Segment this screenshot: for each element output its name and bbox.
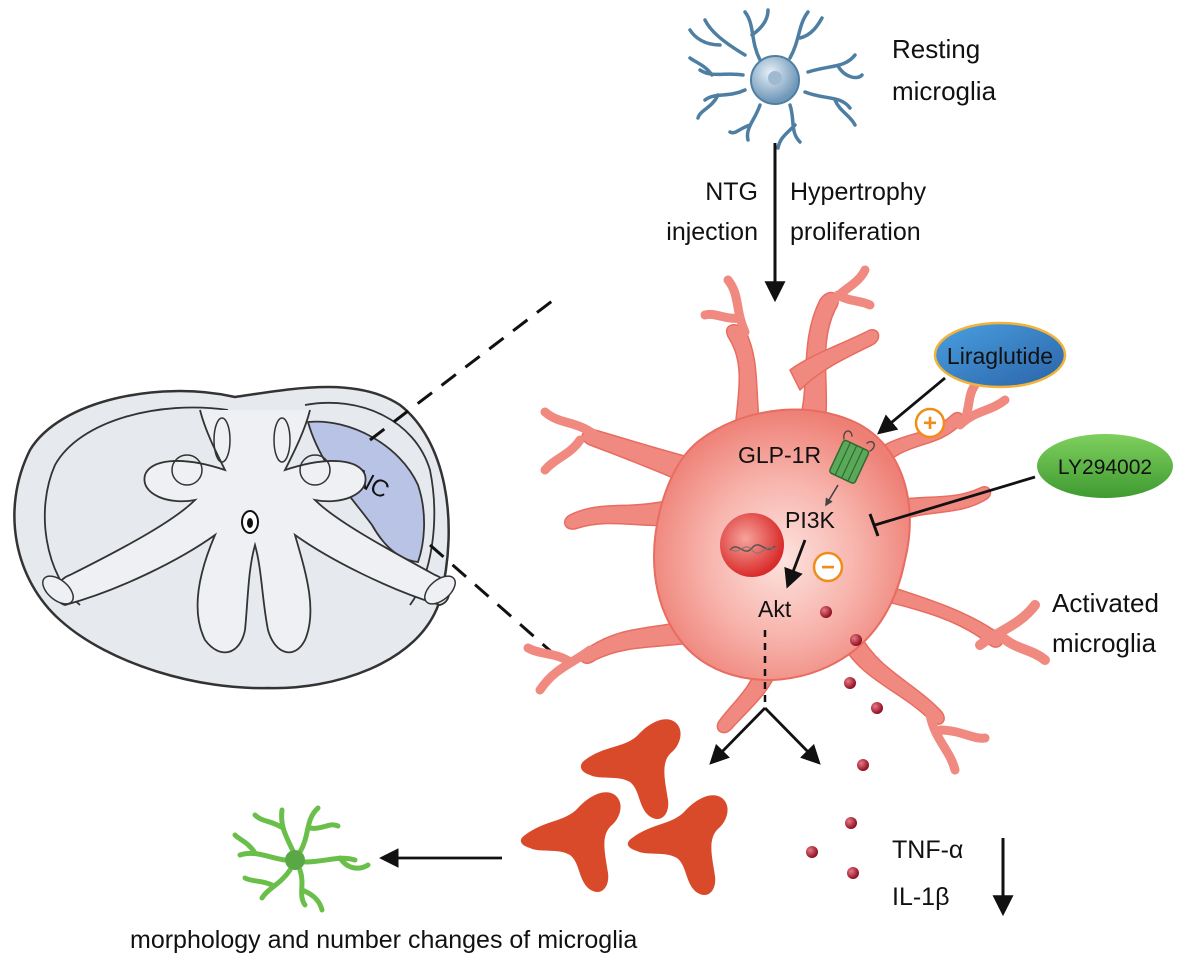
resting-label-1: Resting bbox=[892, 34, 980, 64]
split-arrow-right bbox=[764, 707, 821, 765]
liraglutide-ellipse bbox=[933, 321, 1067, 389]
tnf-label: TNF-α bbox=[892, 836, 963, 864]
dorsal-column-left bbox=[213, 417, 231, 463]
glp1r-receptor-icon bbox=[829, 430, 875, 484]
ntg-label-1: NTG bbox=[705, 178, 758, 206]
split-arrow-left bbox=[709, 707, 766, 765]
hypertrophy-label-2: proliferation bbox=[790, 218, 921, 246]
dorsal-column-right bbox=[273, 417, 291, 463]
dna-strand bbox=[729, 544, 776, 552]
ramified-cell-body bbox=[285, 850, 305, 870]
ly294002-inhibition-line bbox=[874, 475, 1036, 527]
plus-sign-icon bbox=[914, 407, 946, 439]
cytokine-dots bbox=[806, 606, 883, 879]
zoom-line-bottom bbox=[429, 543, 556, 657]
receptor-to-pi3k-arrow bbox=[825, 484, 839, 507]
minus-sign-icon bbox=[812, 551, 844, 583]
il1b-label: IL-1β bbox=[892, 883, 949, 911]
plus-sign-label: + bbox=[923, 410, 937, 437]
zoom-line-top bbox=[369, 293, 561, 442]
ly294002-label: LY294002 bbox=[1058, 456, 1152, 479]
liraglutide-label: Liraglutide bbox=[947, 343, 1053, 369]
cord-inner-left bbox=[44, 406, 229, 606]
activated-nucleus bbox=[720, 513, 784, 577]
resting-nucleus bbox=[768, 71, 782, 85]
activated-label-1: Activated bbox=[1052, 588, 1159, 618]
pi3k-to-akt-arrow bbox=[784, 539, 807, 589]
resting-microglia bbox=[688, 8, 864, 150]
canal-lumen bbox=[247, 518, 253, 528]
akt-label: Akt bbox=[758, 596, 792, 622]
root-left bbox=[42, 575, 74, 605]
minus-sign-label: − bbox=[821, 554, 835, 581]
caption: morphology and number changes of microgl… bbox=[130, 926, 637, 954]
gray-lobe-left bbox=[171, 454, 203, 486]
glp1r-label: GLP-1R bbox=[738, 442, 821, 468]
resting-label-2: microglia bbox=[892, 76, 997, 106]
ly294002-ellipse bbox=[1037, 434, 1173, 498]
gray-lobe-right bbox=[299, 454, 331, 486]
dna-strand-2 bbox=[729, 546, 776, 554]
liraglutide-arrow bbox=[876, 376, 946, 435]
ramified-green-microglia bbox=[232, 805, 371, 913]
pi3k-label: PI3K bbox=[785, 507, 836, 533]
spinal-cord-section: TNC bbox=[13, 385, 456, 690]
hypertrophy-label-1: Hypertrophy bbox=[790, 178, 927, 206]
inhibition-bar bbox=[868, 513, 880, 537]
amoeboid-microglia bbox=[520, 719, 728, 896]
activated-label-2: microglia bbox=[1052, 628, 1157, 658]
root-right bbox=[424, 575, 456, 605]
ntg-label-2: injection bbox=[666, 218, 758, 246]
